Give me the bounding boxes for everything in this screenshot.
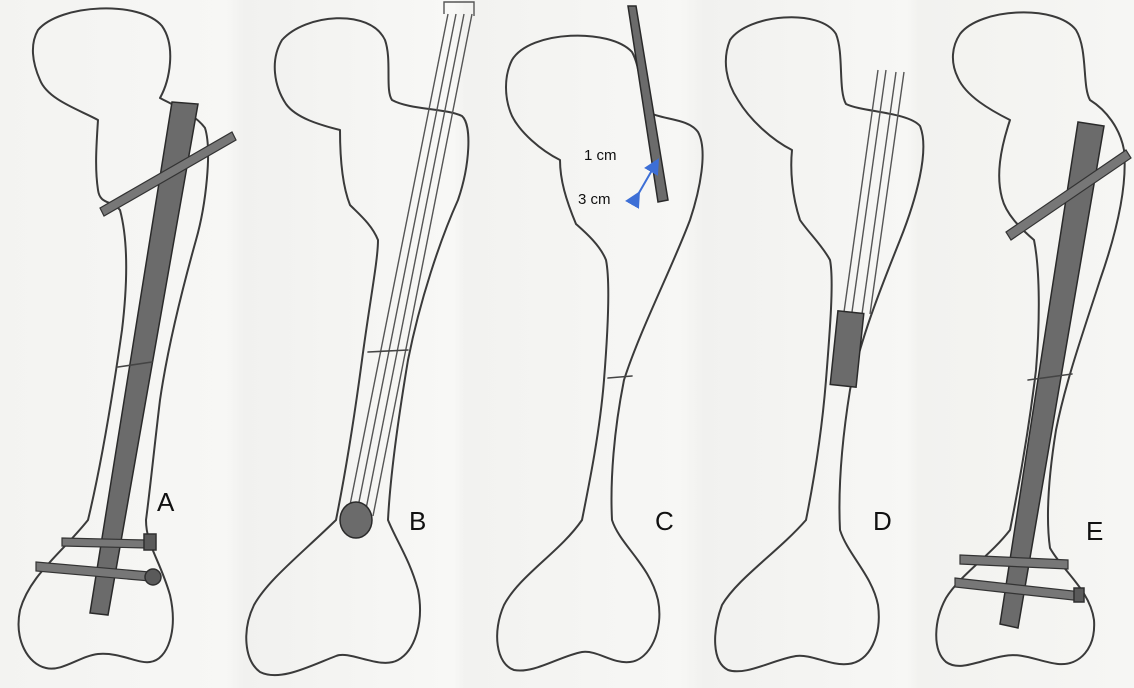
distal-screw-a-2-head	[145, 569, 161, 585]
reamer-tip-b	[340, 502, 372, 538]
distal-screw-e-2-head	[1074, 588, 1084, 602]
guide-tube-b	[349, 2, 474, 516]
fracture-line-b	[368, 350, 408, 352]
measurement-label-lower: 3 cm	[578, 192, 611, 207]
femur-outline-c	[497, 36, 702, 671]
panel-e-drawing	[936, 12, 1131, 665]
guide-pin-c	[628, 6, 668, 202]
panel-d-drawing	[715, 17, 923, 671]
panel-label-c: C	[655, 508, 674, 534]
fracture-line-c	[608, 376, 632, 378]
panel-a-drawing	[19, 8, 236, 668]
panel-label-e: E	[1086, 518, 1103, 544]
reamer-head-d	[830, 311, 864, 387]
distal-screw-a-1-head	[144, 534, 156, 550]
distal-screw-a-2	[36, 562, 150, 581]
panel-label-b: B	[409, 508, 426, 534]
panel-c-drawing	[497, 6, 702, 671]
measurement-label-upper: 1 cm	[584, 148, 617, 163]
measurement-arrow-c	[636, 165, 655, 198]
panel-label-a: A	[157, 489, 174, 515]
distal-screw-e-1	[960, 555, 1068, 569]
panel-label-d: D	[873, 508, 892, 534]
femur-outline-d	[715, 17, 923, 671]
panel-b-drawing	[246, 2, 474, 675]
distal-screw-a-1	[62, 538, 146, 548]
